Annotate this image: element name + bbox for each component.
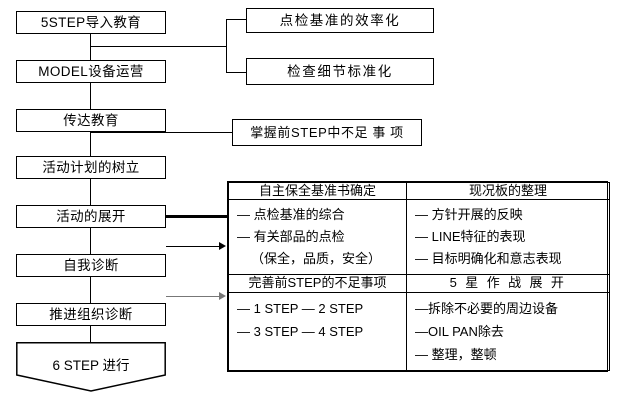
- arrow-n6-to-matrix: [219, 242, 226, 250]
- detail-matrix-table: 自主保全基准书确定 现况板的整理 — 点检基准的综合 — 有关部品的点检 （保全…: [227, 181, 610, 372]
- matrix-header-cell: 5 星 作 战 展 开: [406, 274, 610, 293]
- flow-node-transmission-training[interactable]: 传达教育: [16, 109, 166, 132]
- arrow-n7-to-matrix: [219, 292, 226, 300]
- matrix-grid: 自主保全基准书确定 现况板的整理 — 点检基准的综合 — 有关部品的点检 （保全…: [228, 181, 610, 372]
- connector-n6-to-matrix: [166, 246, 221, 248]
- satellite-box-label: 检查细节标准化: [287, 63, 393, 79]
- connector-to-s3: [90, 132, 232, 134]
- satellite-box-label: 掌握前STEP中不足 事 项: [250, 125, 404, 140]
- flow-node-6step-proceed[interactable]: 6 STEP 进行: [16, 342, 166, 392]
- flow-node-label: 活动的展开: [56, 208, 126, 224]
- matrix-item-list: — 点检基准的综合 — 有关部品的点检 （保全，品质，安全）: [229, 200, 406, 272]
- flow-node-label: 自我诊断: [63, 257, 119, 273]
- matrix-list-item: —拆除不必要的周边设备: [415, 300, 559, 316]
- matrix-body-row-1: — 点检基准的综合 — 有关部品的点检 （保全，品质，安全） — 方针开展的反映…: [228, 199, 610, 276]
- satellite-box-label: 点检基准的效率化: [279, 12, 401, 28]
- matrix-header-row-1: 自主保全基准书确定 现况板的整理: [228, 181, 610, 201]
- matrix-list-item: — 目标明确化和意志表现: [415, 251, 562, 267]
- matrix-item-list: —拆除不必要的周边设备 —OIL PAN除去 — 整理，整顿: [407, 293, 609, 368]
- matrix-item-list: — 1 STEP — 2 STEP — 3 STEP — 4 STEP: [229, 293, 406, 345]
- connector-n2-n3: [90, 83, 92, 109]
- matrix-body-cell: — 方针开展的反映 — LINE特征的表现 — 目标明确化和意志表现: [406, 199, 610, 276]
- flow-node-model-equipment-operation[interactable]: MODEL设备运营: [16, 60, 166, 83]
- flow-node-label: 5STEP导入教育: [40, 14, 142, 30]
- matrix-header-label: 自主保全基准书确定: [258, 183, 376, 198]
- flow-node-5step-intro-training[interactable]: 5STEP导入教育: [16, 11, 166, 34]
- matrix-list-item: — 方针开展的反映: [415, 207, 523, 223]
- satellite-box-inspection-detail-standardization[interactable]: 检查细节标准化: [246, 58, 434, 85]
- matrix-list-item: — 3 STEP — 4 STEP: [237, 323, 364, 339]
- connector-n6-n7: [90, 277, 92, 303]
- matrix-header-label: 现况板的整理: [468, 183, 547, 198]
- bracket-branch-s2: [226, 72, 246, 74]
- flow-node-label: MODEL设备运营: [38, 63, 144, 79]
- flow-node-activity-deployment[interactable]: 活动的展开: [16, 205, 166, 228]
- satellite-box-grasp-previous-step-gaps[interactable]: 掌握前STEP中不足 事 项: [232, 119, 422, 146]
- matrix-header-label: 5 星 作 战 展 开: [449, 275, 567, 291]
- flow-node-organization-diagnosis[interactable]: 推进组织诊断: [16, 303, 166, 326]
- matrix-list-item: — 有关部品的点检: [237, 229, 345, 245]
- connector-n4-n5: [90, 179, 92, 205]
- flow-node-label: 推进组织诊断: [49, 306, 133, 322]
- matrix-body-cell: —拆除不必要的周边设备 —OIL PAN除去 — 整理，整顿: [406, 291, 610, 372]
- matrix-list-item: — 整理，整顿: [415, 346, 497, 362]
- flow-node-activity-plan[interactable]: 活动计划的树立: [16, 156, 166, 179]
- connector-n5-to-matrix: [166, 215, 228, 218]
- flow-node-label: 活动计划的树立: [42, 159, 140, 175]
- matrix-list-item: — 1 STEP — 2 STEP: [237, 300, 364, 316]
- bracket-spine-top: [226, 19, 228, 73]
- matrix-body-row-2: — 1 STEP — 2 STEP — 3 STEP — 4 STEP —拆除不…: [228, 291, 610, 372]
- flow-node-label: 传达教育: [63, 112, 119, 128]
- matrix-body-cell: — 点检基准的综合 — 有关部品的点检 （保全，品质，安全）: [228, 199, 407, 276]
- matrix-list-item: —OIL PAN除去: [415, 323, 504, 339]
- matrix-body-cell: — 1 STEP — 2 STEP — 3 STEP — 4 STEP: [228, 291, 407, 372]
- satellite-box-inspection-standard-efficiency[interactable]: 点检基准的效率化: [246, 8, 434, 33]
- matrix-list-item: — LINE特征的表现: [415, 229, 526, 245]
- connector-n7-to-matrix: [166, 296, 221, 298]
- flow-node-self-diagnosis[interactable]: 自我诊断: [16, 254, 166, 277]
- matrix-header-label: 完善前STEP的不足事项: [248, 275, 387, 291]
- matrix-header-row-2: 完善前STEP的不足事项 5 星 作 战 展 开: [228, 274, 610, 293]
- matrix-header-cell: 完善前STEP的不足事项: [228, 274, 407, 293]
- flow-node-label: 6 STEP 进行: [52, 358, 130, 373]
- pentagon-shape: [16, 342, 166, 392]
- matrix-header-cell: 现况板的整理: [406, 181, 610, 201]
- bracket-branch-s1: [226, 19, 246, 21]
- connector-n7-n8: [90, 326, 92, 343]
- matrix-header-cell: 自主保全基准书确定: [228, 181, 407, 201]
- connector-n3-n4: [90, 132, 92, 156]
- bracket-stem-top: [90, 46, 227, 48]
- matrix-item-list: — 方针开展的反映 — LINE特征的表现 — 目标明确化和意志表现: [407, 200, 609, 272]
- matrix-list-item: — 点检基准的综合: [237, 207, 345, 223]
- connector-n5-n6: [90, 228, 92, 254]
- matrix-list-item: （保全，品质，安全）: [251, 251, 382, 267]
